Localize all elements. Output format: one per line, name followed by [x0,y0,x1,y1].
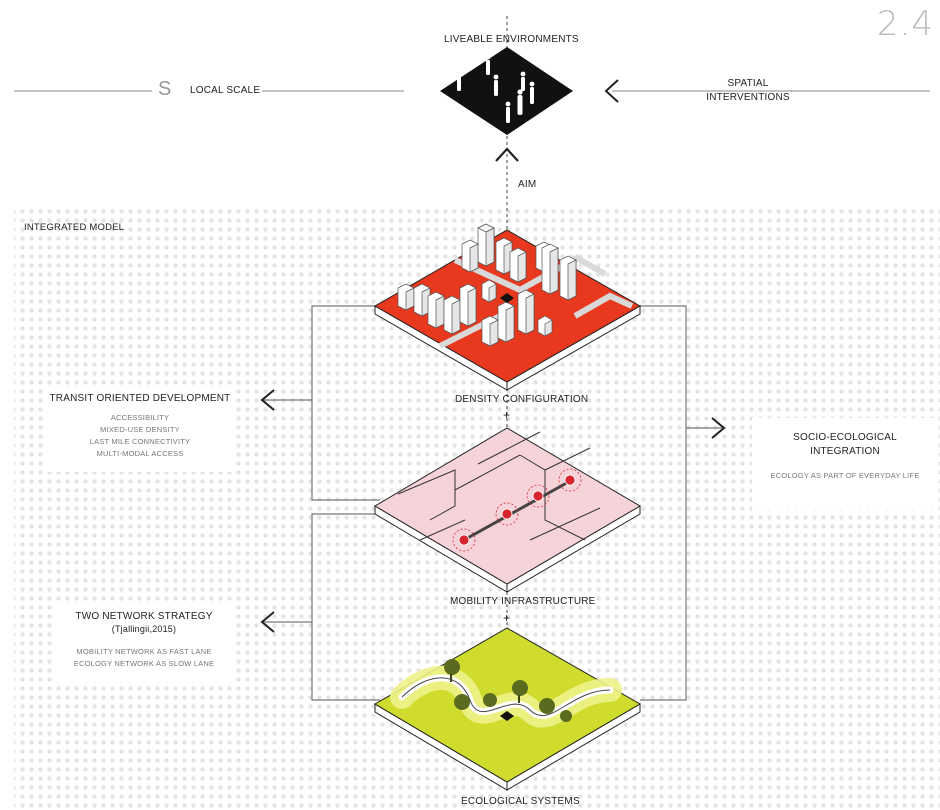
network-arrow-icon [260,611,275,633]
mobility-label: MOBILITY INFRASTRUCTURE [450,596,596,607]
density-label: DENSITY CONFIGURATION [455,394,589,405]
tod-title: TRANSIT ORIENTED DEVELOPMENT [49,393,231,404]
spatial-arrow-icon [604,79,619,103]
tod-box [46,386,234,472]
scale-label: LOCAL SCALE [190,85,261,96]
network-box [56,604,232,686]
loop-lines [262,305,722,701]
plus-sign: + [503,408,511,422]
people-icon [456,54,535,123]
model-title: INTEGRATED MODEL [24,222,125,233]
aim-title: LIVEABLE ENVIRONMENTS [444,34,579,45]
mobility-plate [374,427,641,593]
aim-label: AIM [518,179,537,190]
socio-title-line2: INTEGRATION [810,446,880,457]
tod-item: LAST MILE CONNECTIVITY [89,437,191,446]
socio-subtitle: ECOLOGY AS PART OF EVERYDAY LIFE [770,471,920,480]
tod-item: MULTI-MODAL ACCESS [96,449,184,458]
aim-arrow-icon [495,147,519,162]
spatial-label-line2: INTERVENTIONS [706,92,790,103]
network-citation: (Tjallingii,2015) [111,624,177,634]
network-title: TWO NETWORK STRATEGY [75,611,213,622]
density-plate [373,223,642,391]
aim-diamond [440,47,573,135]
spatial-label-line1: SPATIAL [727,78,769,89]
tod-arrow-icon [260,389,275,411]
tod-item: ACCESSIBILITY [110,413,170,422]
network-item: ECOLOGY NETWORK AS SLOW LANE [73,659,215,668]
network-item: MOBILITY NETWORK AS FAST LANE [76,647,212,656]
tod-item: MIXED-USE DENSITY [100,425,180,434]
ecology-plate [374,627,641,791]
socio-arrow-icon [711,417,726,439]
socio-title-line1: SOCIO-ECOLOGICAL [793,432,897,443]
ecology-label: ECOLOGICAL SYSTEMS [461,796,580,807]
scale-symbol: S [158,78,172,100]
page-number: 2.4 [876,4,934,44]
plus-sign: + [503,611,511,625]
socio-box [752,418,938,510]
